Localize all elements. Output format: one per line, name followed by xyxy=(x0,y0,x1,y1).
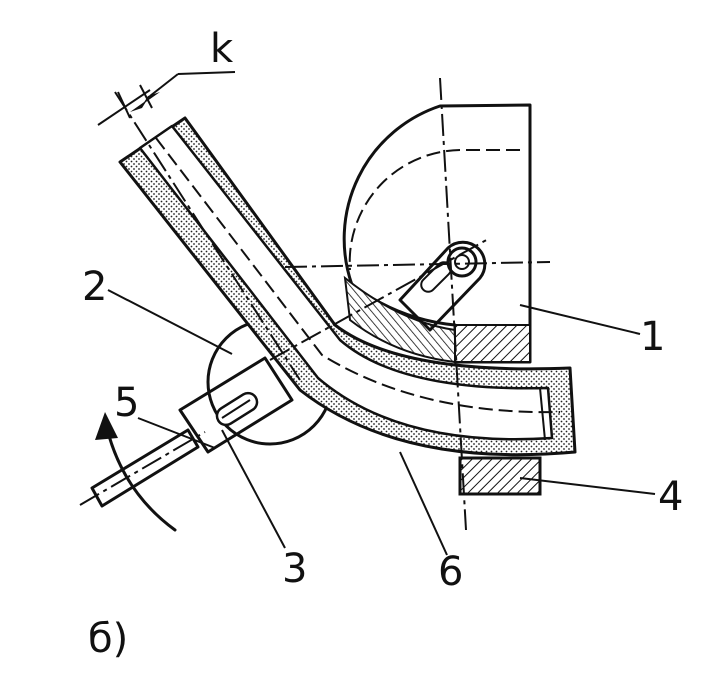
rotation-arrow xyxy=(95,412,177,532)
arm-axis xyxy=(269,237,491,361)
roller-carriage xyxy=(178,356,294,454)
label-3: 3 xyxy=(282,546,307,592)
label-6: 6 xyxy=(438,549,463,595)
horizontal-axis xyxy=(284,261,551,268)
label-1: 1 xyxy=(640,314,665,360)
label-4: 4 xyxy=(658,474,683,520)
dimension-k xyxy=(97,71,236,126)
swing-arm xyxy=(398,240,487,332)
bending-die xyxy=(342,103,532,364)
leader-lines xyxy=(107,289,656,556)
clamp-block xyxy=(458,456,542,496)
label-k: k xyxy=(210,26,234,72)
tube xyxy=(118,116,577,457)
label-2: 2 xyxy=(82,264,107,310)
tube-axis xyxy=(114,91,301,381)
label-5: 5 xyxy=(114,380,139,426)
push-rod xyxy=(79,428,206,508)
vertical-axis xyxy=(439,77,467,531)
subfigure-label: б) xyxy=(88,616,128,662)
